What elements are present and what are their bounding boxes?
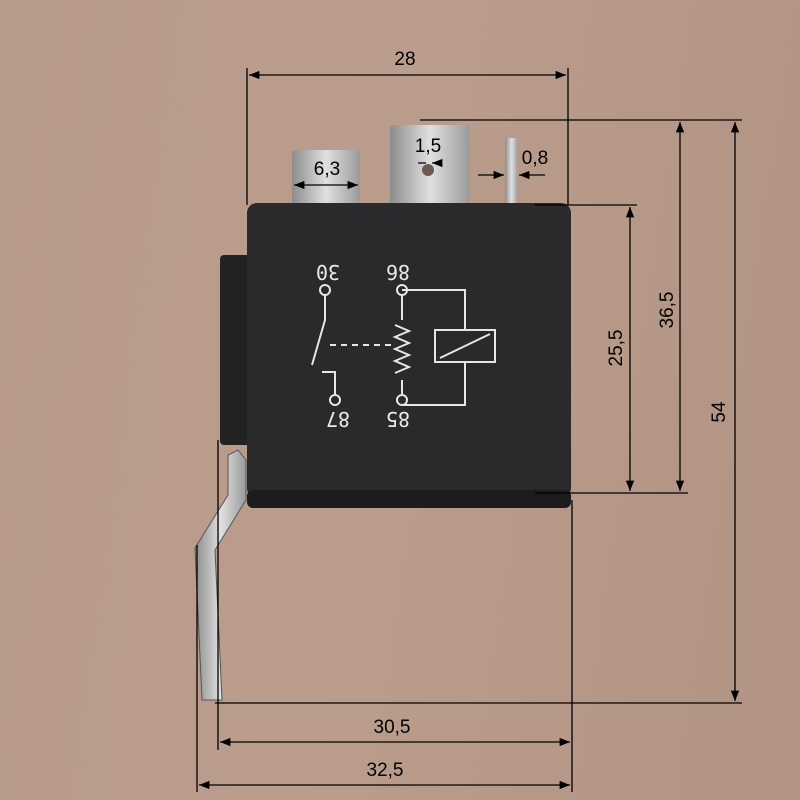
dim-body-height: 25,5 <box>606 330 627 367</box>
dim-total-height: 54 <box>709 401 730 423</box>
mounting-bracket <box>194 449 247 701</box>
dim-pin-width: 6,3 <box>314 159 340 180</box>
dimension-lines <box>196 68 742 792</box>
dim-total-width: 32,5 <box>367 760 404 781</box>
relay-side-flange <box>220 255 252 445</box>
pin-label-30: 30 <box>316 260 340 284</box>
dim-body-width-top: 28 <box>394 49 415 70</box>
dim-pin-thickness: 0,8 <box>522 148 548 169</box>
dim-body-width-bottom: 30,5 <box>374 717 411 738</box>
pin-wide-left <box>292 150 360 208</box>
pin-label-86: 86 <box>386 260 410 284</box>
relay-schematic: 30 86 87 85 <box>311 260 496 431</box>
relay-body <box>247 203 571 498</box>
pin-thin-right <box>505 138 518 208</box>
dim-pin-gap: 1,5 <box>415 136 441 157</box>
pin-hole <box>422 164 434 176</box>
dim-height-with-pins: 36,5 <box>657 292 678 329</box>
pin-label-85: 85 <box>386 407 410 431</box>
pin-label-87: 87 <box>326 407 350 431</box>
relay-base <box>247 490 571 508</box>
